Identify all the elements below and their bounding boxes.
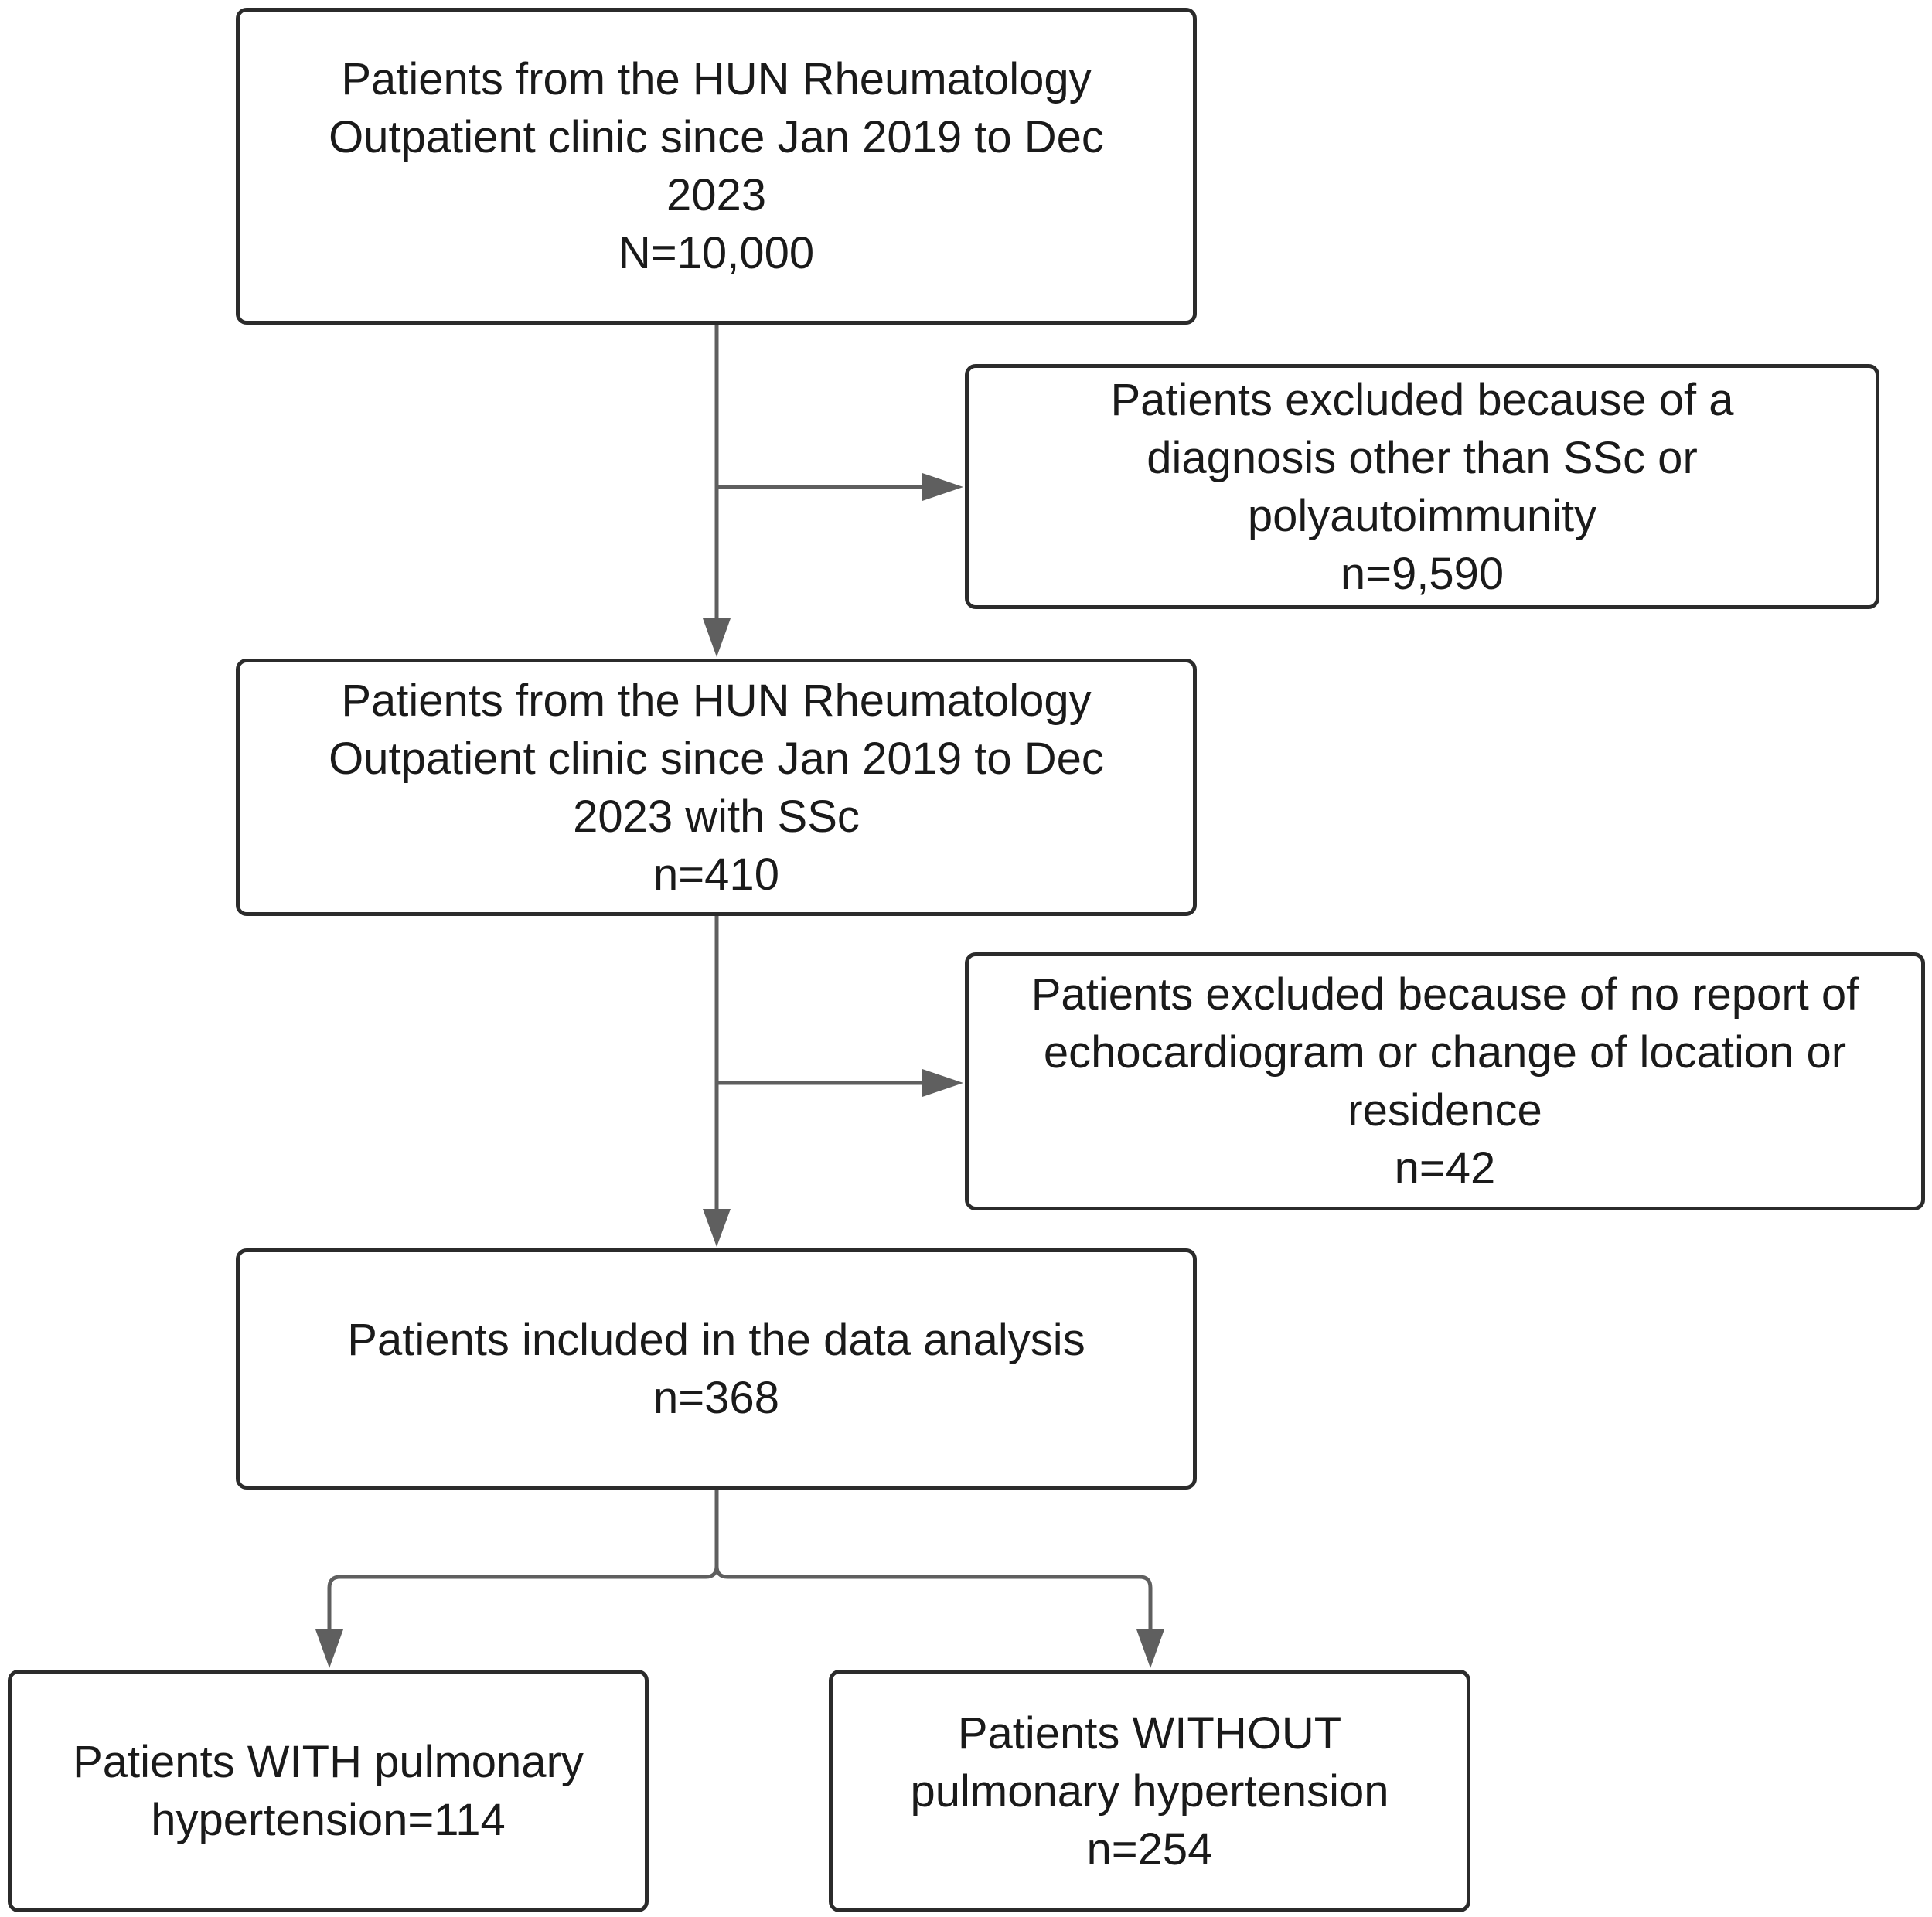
arrowhead-to-included [703,1209,731,1247]
box-with-ph: Patients WITH pulmonary hypertension=114 [8,1670,649,1912]
arrowhead-to-with-ph [315,1629,343,1668]
box-ssc-cohort: Patients from the HUN Rheumatology Outpa… [236,659,1197,916]
box-ssc-line-1: Patients from the HUN Rheumatology [341,675,1092,726]
box-included-analysis: Patients included in the data analysis n… [236,1248,1197,1490]
arrowhead-to-ssc [703,618,731,657]
box-initial-count: N=10,000 [618,228,815,278]
box-initial-line-1: Patients from the HUN Rheumatology [341,54,1092,104]
box-without-ph-count: n=254 [1086,1823,1213,1874]
box-included-count: n=368 [653,1373,779,1423]
arrowhead-to-excluded-diagnosis [922,473,963,501]
arrowhead-to-without-ph [1136,1629,1164,1668]
box-ssc-line-3: 2023 with SSc [573,791,860,842]
box-without-ph-line-1: Patients WITHOUT [957,1708,1342,1759]
box-excluded-echo: Patients excluded because of no report o… [965,952,1925,1210]
box-with-ph-line-2: hypertension=114 [151,1795,506,1845]
box-without-ph: Patients WITHOUT pulmonary hypertension … [829,1670,1470,1912]
box-excluded-echo-line-3: residence [1348,1085,1542,1136]
box-with-ph-line-1: Patients WITH pulmonary [73,1737,584,1787]
arrowhead-to-excluded-echo [922,1069,963,1097]
box-initial-line-2: Outpatient clinic since Jan 2019 to Dec [329,112,1104,162]
connector-split [327,1490,1153,1633]
box-excluded-diagnosis: Patients excluded because of a diagnosis… [965,364,1879,609]
box-ssc-line-2: Outpatient clinic since Jan 2019 to Dec [329,733,1104,784]
box-excluded-diagnosis-count: n=9,590 [1340,548,1504,599]
box-excluded-diagnosis-line-3: polyautoimmunity [1247,490,1597,541]
box-ssc-count: n=410 [653,849,779,900]
box-without-ph-line-2: pulmonary hypertension [910,1765,1389,1817]
box-excluded-echo-count: n=42 [1394,1143,1496,1193]
box-initial-patients: Patients from the HUN Rheumatology Outpa… [236,8,1197,325]
box-excluded-echo-line-1: Patients excluded because of no report o… [1031,969,1859,1020]
box-excluded-diagnosis-line-1: Patients excluded because of a [1110,374,1734,425]
box-excluded-echo-line-2: echocardiogram or change of location or [1043,1027,1847,1078]
box-included-line-1: Patients included in the data analysis [347,1315,1085,1365]
box-initial-line-3: 2023 [666,170,767,220]
box-excluded-diagnosis-line-2: diagnosis other than SSc or [1147,432,1698,483]
